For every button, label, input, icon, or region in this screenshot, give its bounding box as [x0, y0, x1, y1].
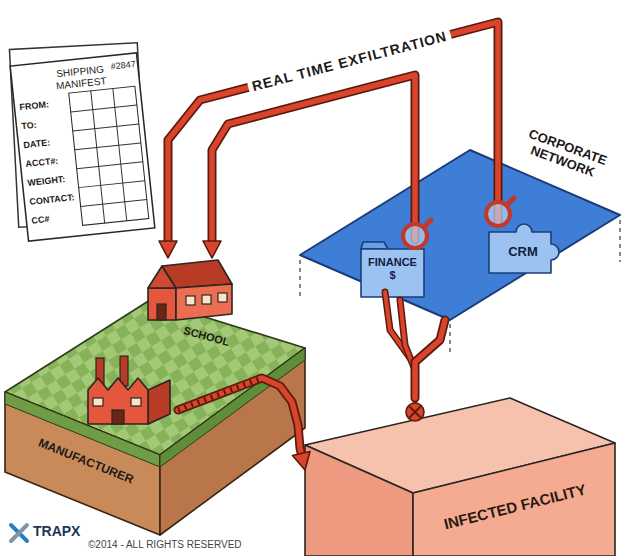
building-label: SCHOOL: [182, 324, 231, 348]
factory-front: [88, 378, 148, 424]
arrow-head: [203, 241, 221, 258]
connector-outline: [415, 320, 445, 398]
connector-hatch: [178, 378, 262, 410]
magnifier-glass: [486, 202, 510, 226]
house-roof: [162, 260, 232, 288]
form-grid-line: [79, 181, 145, 188]
connector-outline: [178, 378, 302, 455]
form-grid-line: [77, 162, 143, 169]
factory-door: [112, 410, 124, 424]
shipping-manifest: SHIPPING MANIFEST#2847FROM:TO:DATE:ACCT#…: [9, 52, 156, 243]
puzzle-label: CRM: [496, 245, 550, 260]
dashed-guide: [299, 260, 300, 300]
brand-logo-text: TRAPX: [33, 523, 80, 539]
dashed-guide: [619, 220, 620, 262]
infection-marker: [406, 403, 424, 421]
form-grid-line: [113, 89, 127, 221]
folder-tab: [361, 242, 388, 249]
puzzle-piece: [489, 224, 559, 273]
logo-mark: [11, 525, 27, 541]
house-window: [186, 296, 195, 305]
crm-puzzle-piece: CRM: [488, 222, 560, 274]
magnifier-glass: [403, 224, 427, 248]
manufacturer-factory: MANUFACTURER: [28, 356, 178, 520]
dashed-guide: [449, 324, 450, 352]
factory-side: [148, 380, 170, 424]
network-plane: [300, 150, 620, 320]
copyright-note: ©2014 - ALL RIGHTS RESERVED: [86, 539, 244, 551]
factory-window: [131, 398, 141, 406]
school-building: SCHOOL: [140, 258, 240, 352]
form-grid: [69, 86, 149, 225]
connector-line: [178, 378, 302, 455]
corporate-network-plane: CORPORATE NETWORK FINANCE $ CRM: [300, 126, 622, 320]
house-window: [218, 293, 227, 302]
house-wall: [148, 288, 176, 320]
infection-cross: [410, 407, 420, 417]
document-page: [10, 53, 155, 241]
form-grid-line: [71, 105, 137, 112]
house-window: [202, 295, 211, 304]
connector-line: [415, 320, 445, 398]
land-right-face: [160, 348, 305, 535]
exfiltration-arrow: [178, 378, 310, 470]
edge-label: REAL TIME EXFILTRATION: [246, 26, 453, 96]
form-grid-line: [73, 124, 139, 131]
form-field: CC#: [31, 214, 50, 226]
facility-label: INFECTED FACILITY: [442, 480, 588, 532]
folder-body: [361, 249, 424, 297]
house-wall: [176, 284, 232, 320]
arrow-head: [159, 241, 177, 258]
form-grid-line: [81, 200, 147, 207]
facility-front: [413, 443, 615, 556]
finance-folder: FINANCE $: [360, 240, 425, 298]
form-grid-line: [75, 143, 141, 150]
land-right-grass: [160, 348, 305, 467]
folder-label: FINANCE $: [366, 256, 419, 281]
region-label: CORPORATE NETWORK: [513, 124, 617, 186]
form-field: TO:: [21, 120, 37, 132]
factory-window: [93, 398, 103, 406]
house-door: [157, 304, 166, 320]
logo-mark: [11, 525, 27, 541]
node-outline: [28, 356, 178, 520]
infected-facility: INFECTED FACILITY: [305, 398, 615, 556]
node-outline: [305, 398, 615, 556]
infection-cross: [410, 407, 420, 417]
building-label: MANUFACTURER: [36, 437, 135, 488]
form-grid-line: [91, 91, 105, 223]
facility-side: [305, 445, 413, 556]
